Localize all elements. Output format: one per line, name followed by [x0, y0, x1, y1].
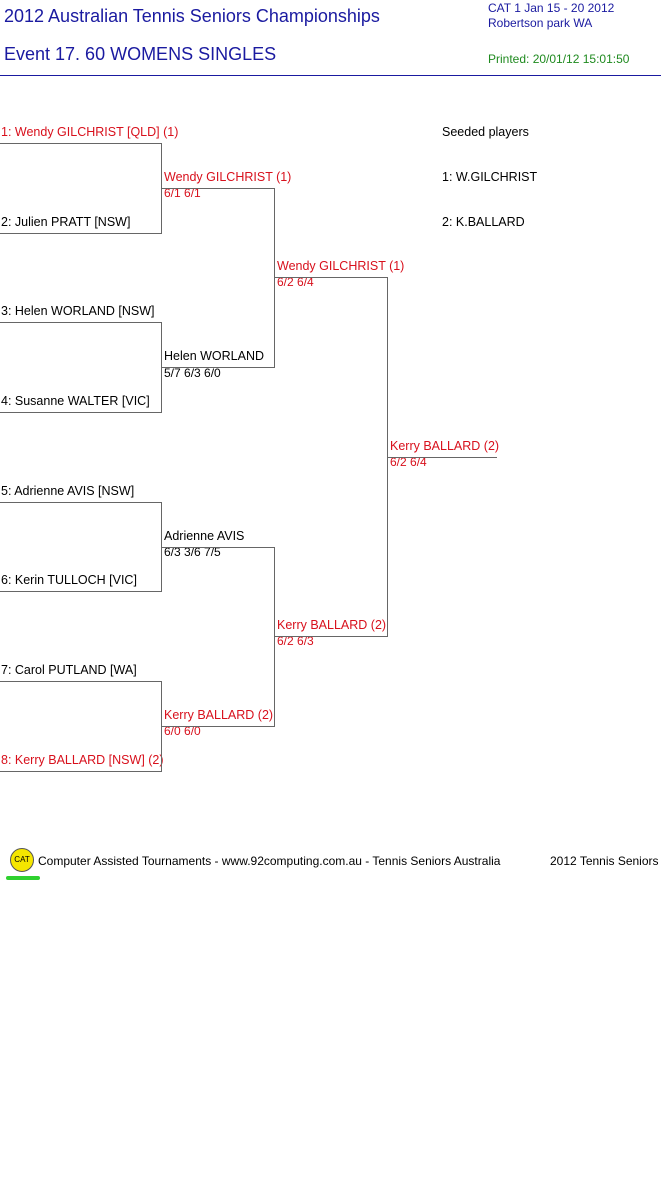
category-dates: CAT 1 Jan 15 - 20 2012 — [488, 1, 615, 15]
bracket-line — [0, 771, 161, 772]
bracket-line — [0, 681, 161, 682]
champion-score: 6/2 6/4 — [390, 455, 427, 469]
r2-score-4: 6/0 6/0 — [164, 724, 201, 738]
cat-logo-underline — [6, 876, 40, 880]
r2-score-3: 6/3 3/6 7/5 — [164, 545, 221, 559]
draw-player-6: 6: Kerin TULLOCH [VIC] — [1, 573, 137, 587]
footer-right-text: 2012 Tennis Seniors — [550, 854, 659, 868]
tournament-title: 2012 Australian Tennis Seniors Champions… — [4, 6, 380, 26]
bracket-line — [387, 457, 497, 458]
draw-player-8: 8: Kerry BALLARD [NSW] (2) — [1, 753, 164, 767]
printed-timestamp: Printed: 20/01/12 15:01:50 — [488, 52, 630, 66]
seed-item-1: 1: W.GILCHRIST — [442, 170, 538, 184]
bracket-line — [274, 547, 275, 727]
bracket-line — [161, 367, 274, 368]
bracket-line — [0, 233, 161, 234]
r2-winner-2: Helen WORLAND — [164, 349, 265, 363]
seeded-players-heading: Seeded players — [442, 125, 529, 139]
event-title: Event 17. 60 WOMENS SINGLES — [4, 44, 277, 64]
bracket-line — [274, 277, 387, 278]
sf-score-1: 6/2 6/4 — [277, 275, 314, 289]
bracket-line — [0, 322, 161, 323]
bracket-line — [161, 547, 274, 548]
r2-score-2: 5/7 6/3 6/0 — [164, 366, 221, 380]
draw-player-4: 4: Susanne WALTER [VIC] — [1, 394, 150, 408]
r2-score-1: 6/1 6/1 — [164, 186, 201, 200]
champion-name: Kerry BALLARD (2) — [390, 439, 500, 453]
bracket-line — [274, 188, 275, 368]
bracket-line — [161, 188, 274, 189]
cat-logo: CAT — [10, 848, 34, 872]
bracket-line — [0, 143, 161, 144]
draw-player-2: 2: Julien PRATT [NSW] — [1, 215, 131, 229]
bracket-line — [274, 636, 387, 637]
sf-winner-2: Kerry BALLARD (2) — [277, 618, 387, 632]
r2-winner-3: Adrienne AVIS — [164, 529, 245, 543]
bracket-line — [0, 502, 161, 503]
draw-player-3: 3: Helen WORLAND [NSW] — [1, 304, 155, 318]
venue: Robertson park WA — [488, 16, 593, 30]
bracket-line — [0, 591, 161, 592]
header-divider — [0, 75, 661, 76]
seed-item-2: 2: K.BALLARD — [442, 215, 525, 229]
draw-player-1: 1: Wendy GILCHRIST [QLD] (1) — [1, 125, 179, 139]
r2-winner-1: Wendy GILCHRIST (1) — [164, 170, 292, 184]
bracket-line — [0, 412, 161, 413]
sf-winner-1: Wendy GILCHRIST (1) — [277, 259, 405, 273]
draw-player-7: 7: Carol PUTLAND [WA] — [1, 663, 137, 677]
bracket-line — [161, 726, 274, 727]
draw-player-5: 5: Adrienne AVIS [NSW] — [1, 484, 135, 498]
sf-score-2: 6/2 6/3 — [277, 634, 314, 648]
footer-text: Computer Assisted Tournaments - www.92co… — [38, 854, 501, 868]
r2-winner-4: Kerry BALLARD (2) — [164, 708, 274, 722]
